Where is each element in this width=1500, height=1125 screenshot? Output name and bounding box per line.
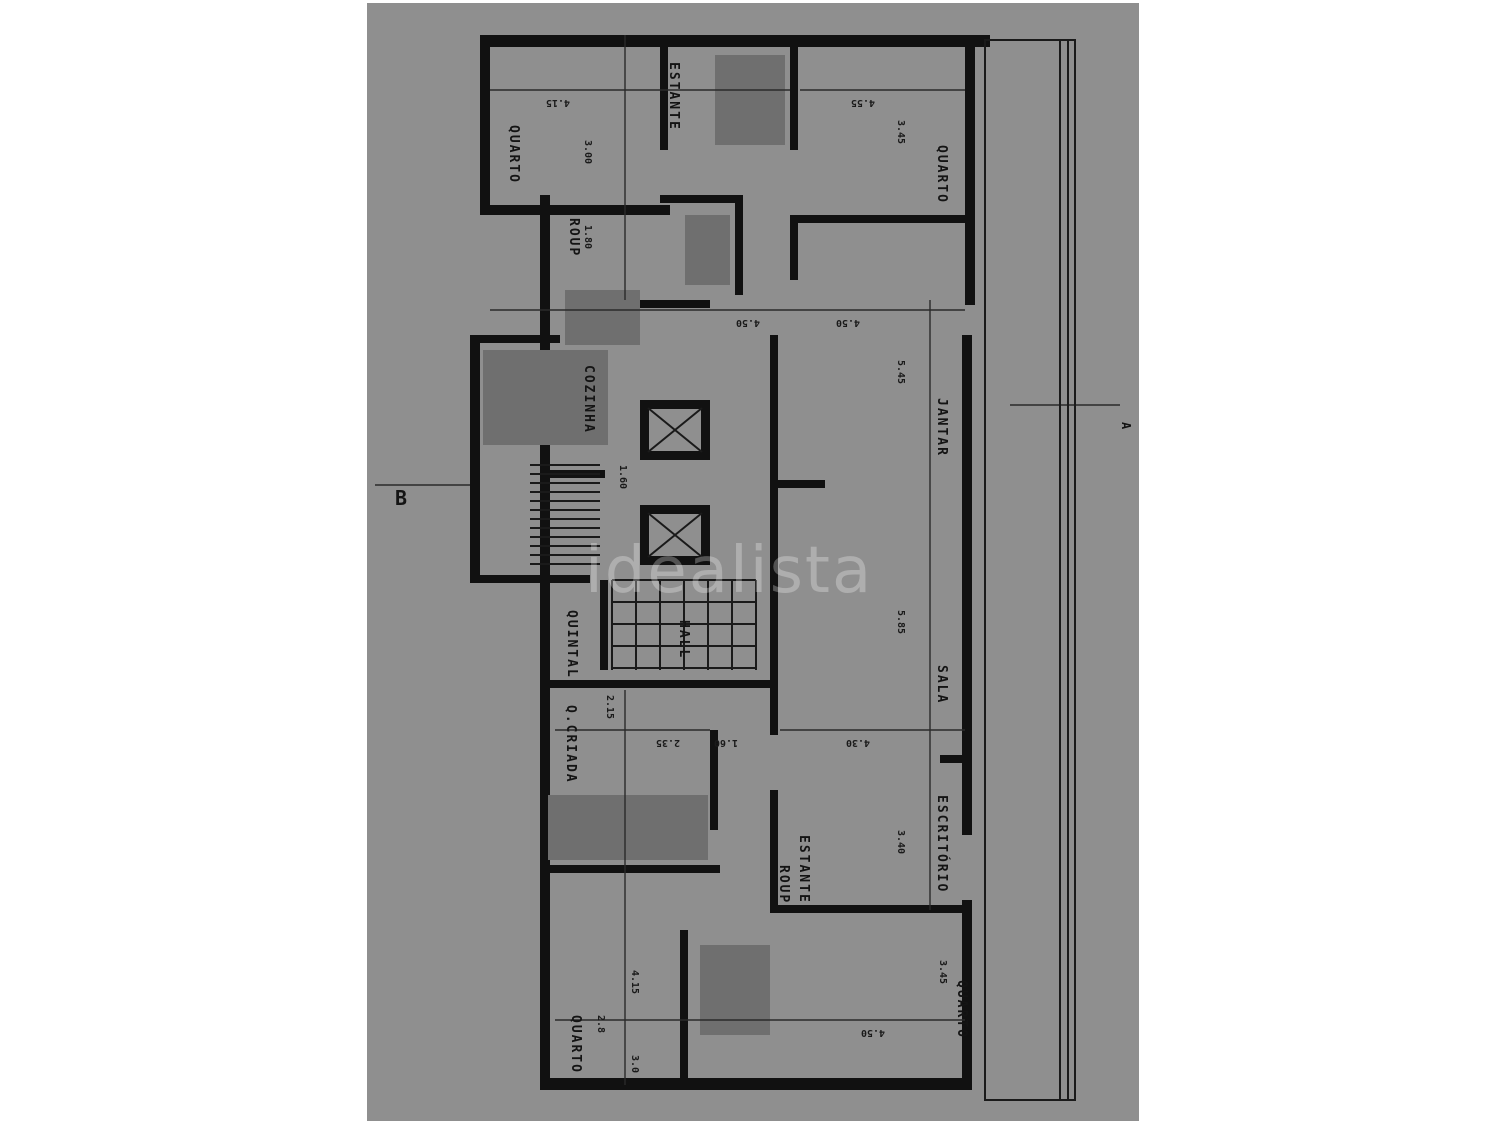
dim-label: 5.45 — [895, 360, 906, 384]
dim-label: 1.60 — [617, 465, 628, 489]
room-cozinha: COZINHA — [581, 365, 596, 434]
wet-areas — [483, 55, 785, 1035]
dim-label: 4.50 — [836, 317, 860, 328]
dim-label: 2.8 — [595, 1015, 606, 1033]
room-sala: SALA — [934, 665, 949, 704]
dim-label: 4.30 — [846, 737, 870, 748]
dim-label: 1.60 — [714, 737, 738, 748]
room-quintal: QUINTAL — [564, 610, 579, 679]
room-escritorio: ESCRITÓRIO — [934, 795, 950, 893]
room-roup-top: ROUP — [566, 218, 581, 257]
elevators — [647, 407, 703, 558]
plan-sheet — [367, 3, 1139, 1121]
dim-label: 1.80 — [582, 225, 593, 249]
room-hall: HALL — [676, 620, 691, 659]
section-marker-a: A — [1119, 422, 1133, 431]
staircase — [530, 464, 600, 565]
balcony — [984, 39, 1076, 1101]
dim-label: 4.15 — [629, 970, 640, 994]
room-jantar: JANTAR — [934, 398, 949, 457]
section-marker-b: B — [395, 486, 409, 510]
dim-label: 3.00 — [582, 140, 593, 164]
dim-label: 3.0 — [629, 1055, 640, 1073]
room-roup-bottom: ROUP — [776, 865, 791, 904]
exterior-walls — [470, 35, 990, 1090]
dim-label: 2.15 — [604, 695, 615, 719]
dim-label: 3.40 — [895, 830, 906, 854]
dim-label: 4.55 — [851, 97, 875, 108]
dim-label: 4.50 — [861, 1027, 885, 1038]
room-quarto-top-left: QUARTO — [506, 125, 521, 184]
dim-label: 5.85 — [895, 610, 906, 634]
dim-label: 3.45 — [937, 960, 948, 984]
dimension-labels: 4.15 3.00 4.55 3.45 1.80 4.50 4.50 5.45 … — [546, 97, 948, 1073]
room-labels: QUARTO ESTANTE QUARTO ROUP COZINHA JANTA… — [506, 62, 969, 1074]
dim-label: 2.35 — [656, 737, 680, 748]
watermark: idealista — [585, 534, 873, 608]
dim-label: 3.45 — [895, 120, 906, 144]
room-estante-top: ESTANTE — [666, 62, 681, 131]
room-criada: Q.CRIADA — [563, 705, 578, 784]
room-quarto-bottom-right: QUARTO — [954, 980, 969, 1039]
dimension-lines — [375, 35, 1120, 1085]
dim-label: 4.15 — [546, 97, 570, 108]
dim-label: 4.50 — [736, 317, 760, 328]
room-quarto-bottom-left: QUARTO — [568, 1015, 583, 1074]
room-quarto-top-right: QUARTO — [934, 145, 949, 204]
room-estante-bottom: ESTANTE — [796, 835, 811, 904]
hall-tiles — [611, 579, 757, 670]
